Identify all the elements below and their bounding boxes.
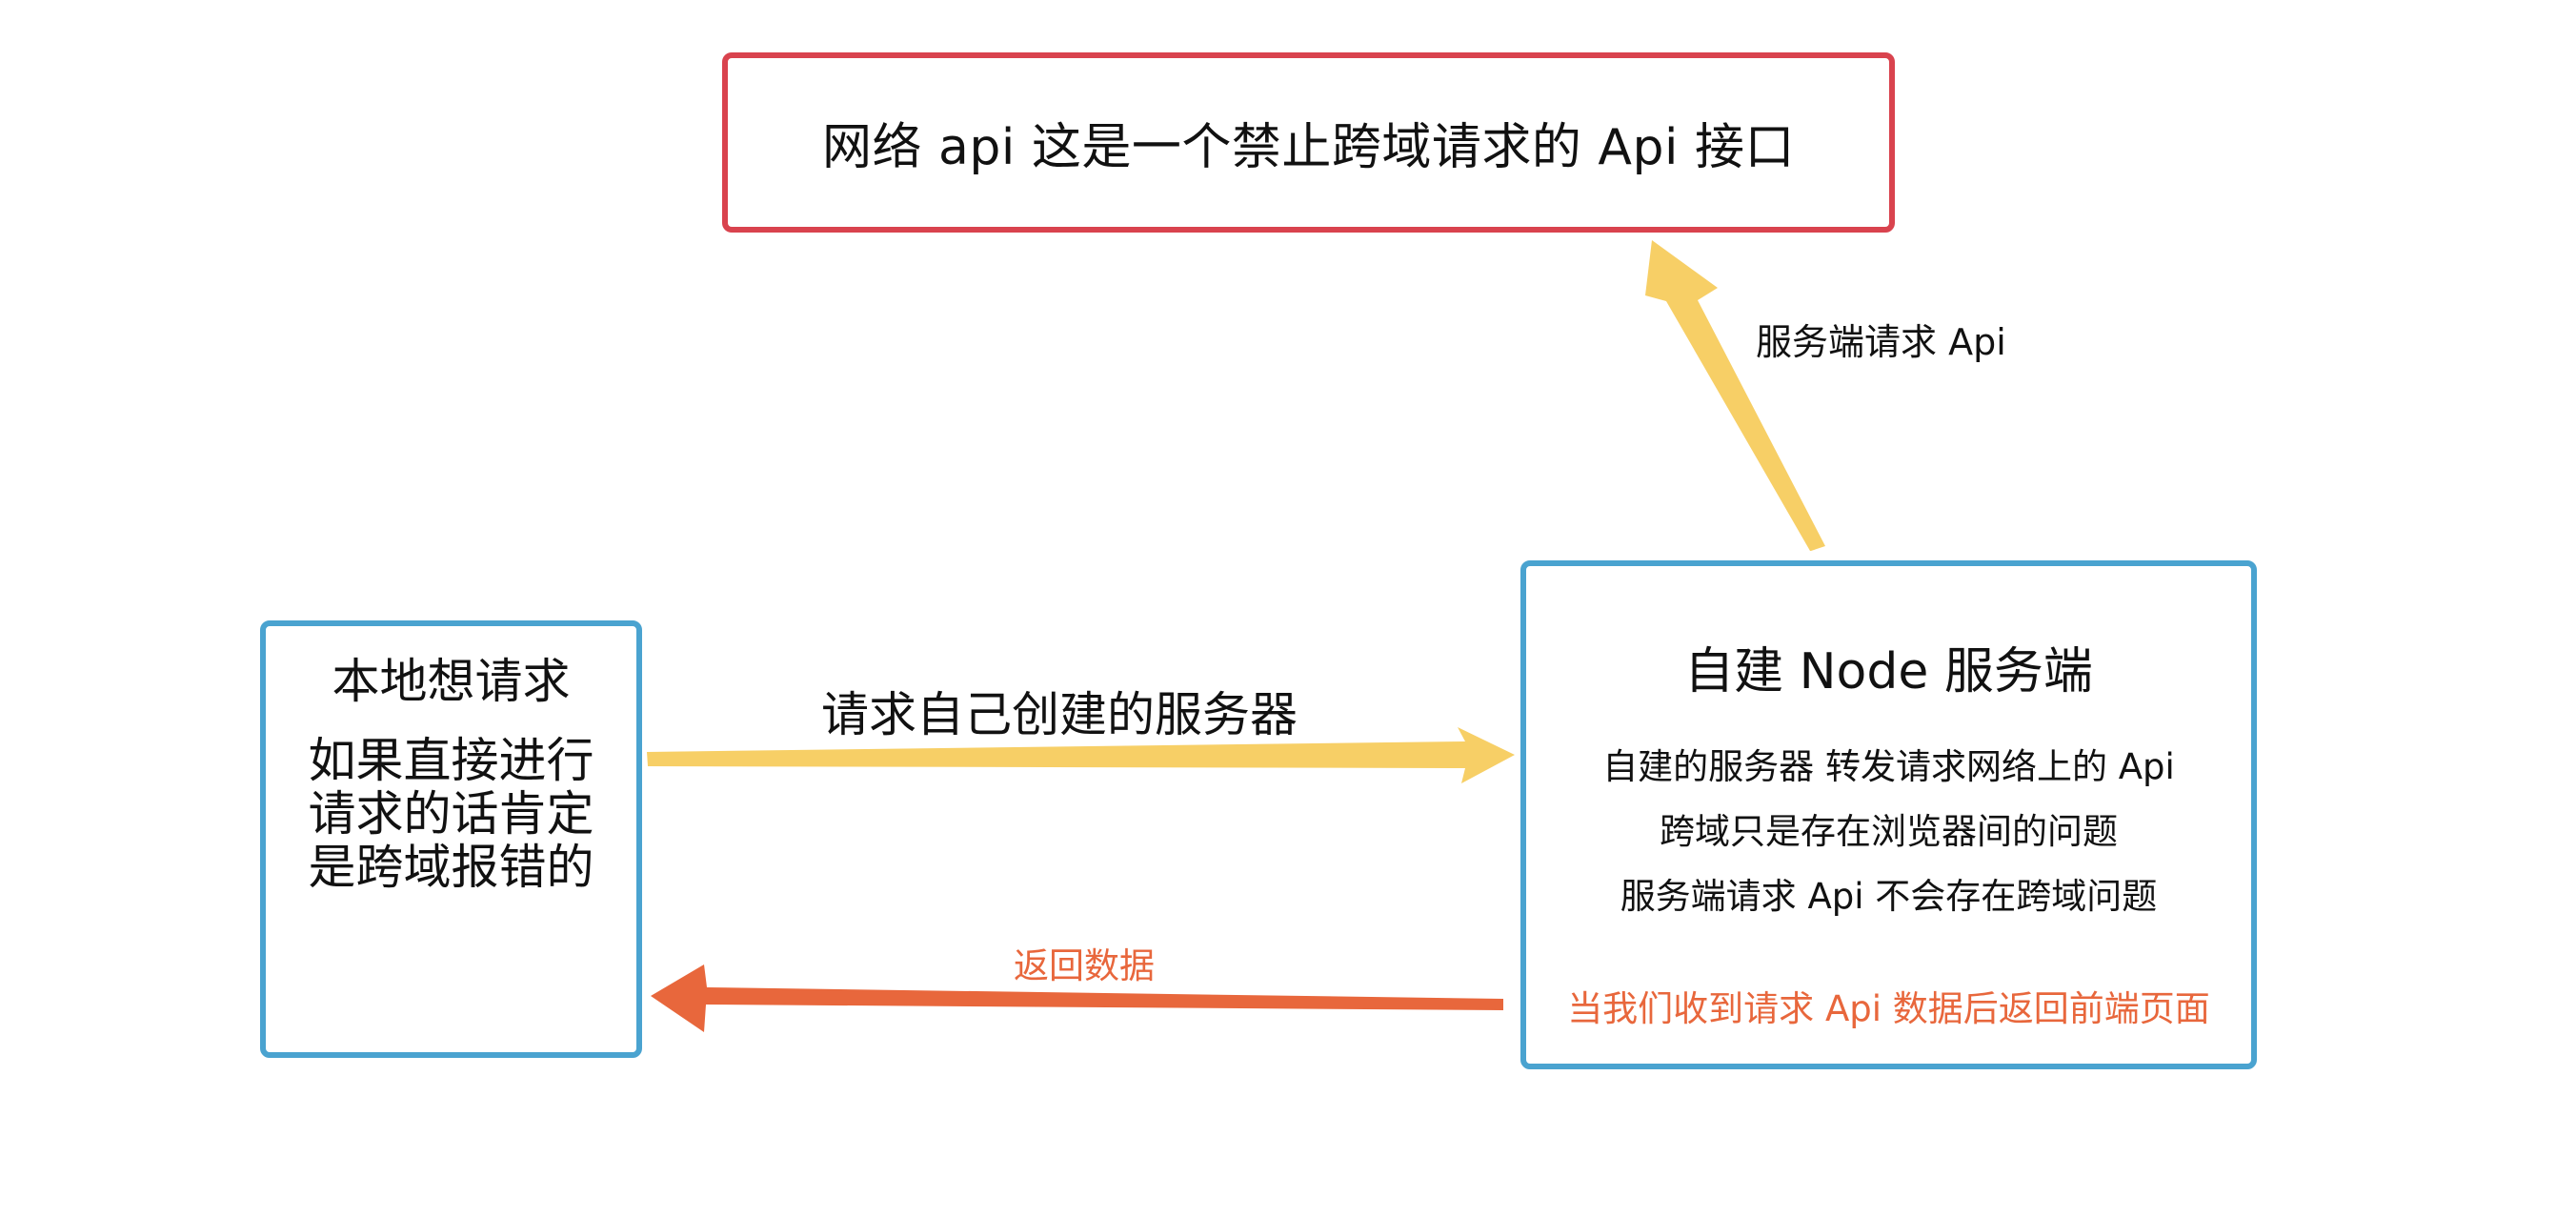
node-server-title: 自建 Node 服务端 (1684, 643, 2093, 700)
label-server-request-api: 服务端请求 Api (1756, 321, 2006, 363)
node-server-line: 服务端请求 Api 不会存在跨域问题 (1620, 876, 2158, 917)
local-box-desc-line: 请求的话肯定 (308, 786, 594, 842)
arrow-server-to-api (1645, 240, 1825, 551)
local-box-title: 本地想请求 (332, 654, 571, 709)
local-box-desc-line: 如果直接进行 (308, 733, 594, 788)
arrow-server-to-local (651, 964, 1503, 1032)
node-server-line: 跨域只是存在浏览器间的问题 (1660, 811, 2118, 852)
api-box-text: 网络 api 这是一个禁止跨域请求的 Api 接口 (822, 119, 1795, 176)
local-box-desc-line: 是跨域报错的 (308, 840, 594, 895)
arrow-local-to-server (647, 727, 1515, 783)
label-request-own-server: 请求自己创建的服务器 (821, 687, 1298, 742)
node-server-box: 自建 Node 服务端 自建的服务器 转发请求网络上的 Api 跨域只是存在浏览… (1520, 560, 2257, 1069)
node-server-line: 自建的服务器 转发请求网络上的 Api (1602, 746, 2175, 787)
local-box-desc: 如果直接进行 请求的话肯定 是跨域报错的 (266, 734, 636, 894)
label-return-data: 返回数据 (1014, 945, 1155, 986)
node-server-highlight-line: 当我们收到请求 Api 数据后返回前端页面 (1567, 988, 2210, 1029)
local-box: 本地想请求 如果直接进行 请求的话肯定 是跨域报错的 (260, 620, 642, 1058)
api-box: 网络 api 这是一个禁止跨域请求的 Api 接口 (722, 52, 1895, 233)
